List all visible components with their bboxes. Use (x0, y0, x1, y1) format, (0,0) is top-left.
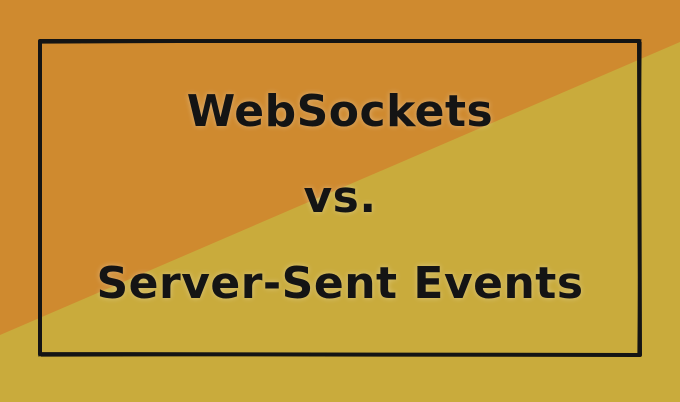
title-line-server-sent-events: Server-Sent Events (96, 258, 584, 309)
title-line-websockets: WebSockets (186, 86, 494, 137)
background-orange-area (0, 0, 680, 335)
title-line-vs: vs. (303, 172, 377, 223)
hand-drawn-frame (38, 39, 642, 357)
frame-stroke-sketch (38, 39, 642, 357)
